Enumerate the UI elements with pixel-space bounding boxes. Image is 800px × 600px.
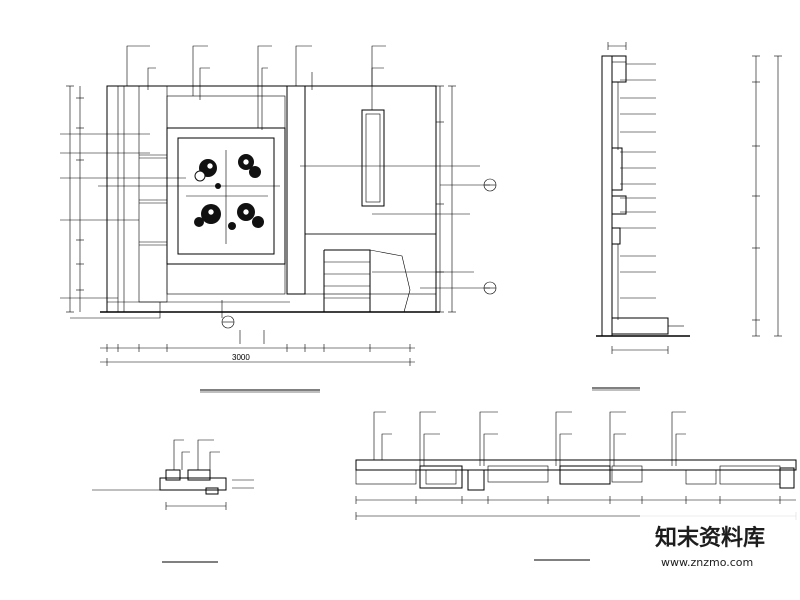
watermark: 知末资料库 www.znzmo.com — [640, 510, 800, 600]
elevation-total-dim: 3000 — [232, 353, 250, 362]
small-section — [92, 439, 254, 563]
svg-text:知末资料库: 知末资料库 — [655, 525, 765, 551]
section-marker — [221, 178, 497, 329]
stair — [304, 233, 437, 313]
svg-text:www.znzmo.com: www.znzmo.com — [661, 556, 753, 569]
front-elevation: 3000 — [60, 45, 497, 393]
side-section — [592, 42, 782, 391]
flower-artwork — [186, 150, 268, 244]
long-section — [355, 411, 797, 561]
